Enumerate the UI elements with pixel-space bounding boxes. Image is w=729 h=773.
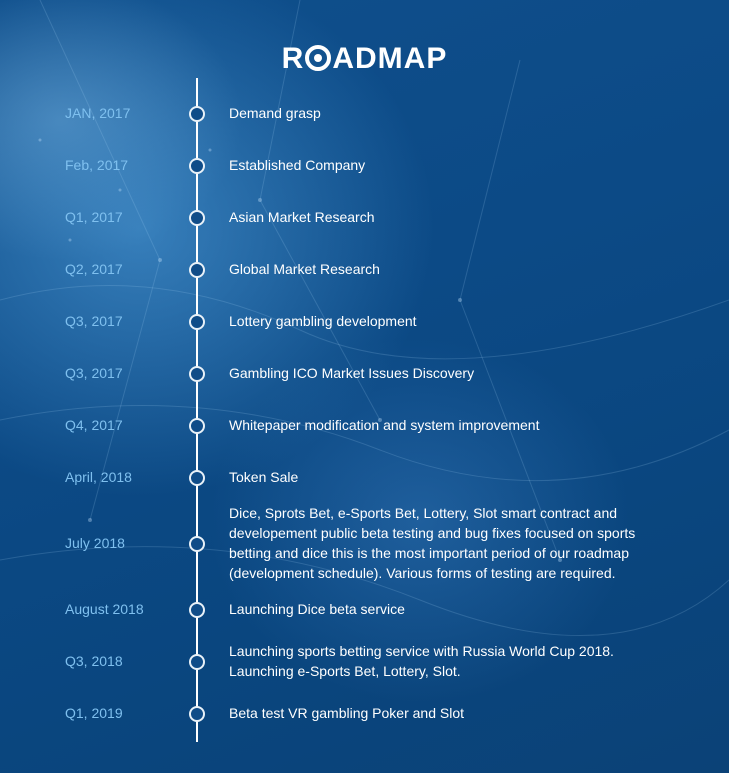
milestone-date: April, 2018	[65, 469, 132, 485]
milestone-date: Q1, 2019	[65, 705, 123, 721]
milestone-date: Q2, 2017	[65, 261, 123, 277]
milestone-text: Dice, Sprots Bet, e-Sports Bet, Lottery,…	[229, 505, 636, 581]
milestone-date: July 2018	[65, 535, 125, 551]
milestone-text: Global Market Research	[229, 261, 380, 277]
timeline-node-icon	[189, 314, 205, 330]
milestone-text: Beta test VR gambling Poker and Slot	[229, 705, 465, 721]
milestone-text: Lottery gambling development	[229, 313, 417, 329]
timeline-line	[196, 78, 198, 742]
timeline-node-icon	[189, 602, 205, 618]
milestone-text: Demand grasp	[229, 105, 321, 121]
timeline-node-icon	[189, 106, 205, 122]
milestone-text: Launching Dice beta service	[229, 601, 405, 617]
title-suffix: ADMAP	[332, 42, 448, 75]
milestone-date: August 2018	[65, 601, 144, 617]
milestone-date: Q1, 2017	[65, 209, 123, 225]
timeline-node-icon	[189, 210, 205, 226]
milestone-date: Feb, 2017	[65, 157, 129, 173]
milestone-text: Whitepaper modification and system impro…	[229, 417, 540, 433]
milestone-text: Asian Market Research	[229, 209, 375, 225]
milestone-text: Established Company	[229, 157, 366, 173]
timeline-node-icon	[189, 262, 205, 278]
milestone-date: JAN, 2017	[65, 105, 131, 121]
milestone-date: Q4, 2017	[65, 417, 123, 433]
timeline-node-icon	[189, 158, 205, 174]
timeline-node-icon	[189, 418, 205, 434]
milestone-text: Launching sports betting service with Ru…	[229, 643, 614, 679]
title-o-target-icon	[305, 45, 332, 71]
milestone-text: Gambling ICO Market Issues Discovery	[229, 365, 475, 381]
timeline-node-icon	[189, 706, 205, 722]
timeline-node-icon	[189, 536, 205, 552]
milestone-date: Q3, 2018	[65, 653, 123, 669]
timeline-node-icon	[189, 470, 205, 486]
timeline-node-icon	[189, 366, 205, 382]
milestone-date: Q3, 2017	[65, 365, 123, 381]
page-title: R ADMAP	[0, 42, 729, 76]
milestone-date: Q3, 2017	[65, 313, 123, 329]
title-prefix: R	[281, 42, 305, 75]
milestone-text: Token Sale	[229, 469, 299, 485]
timeline-node-icon	[189, 654, 205, 670]
